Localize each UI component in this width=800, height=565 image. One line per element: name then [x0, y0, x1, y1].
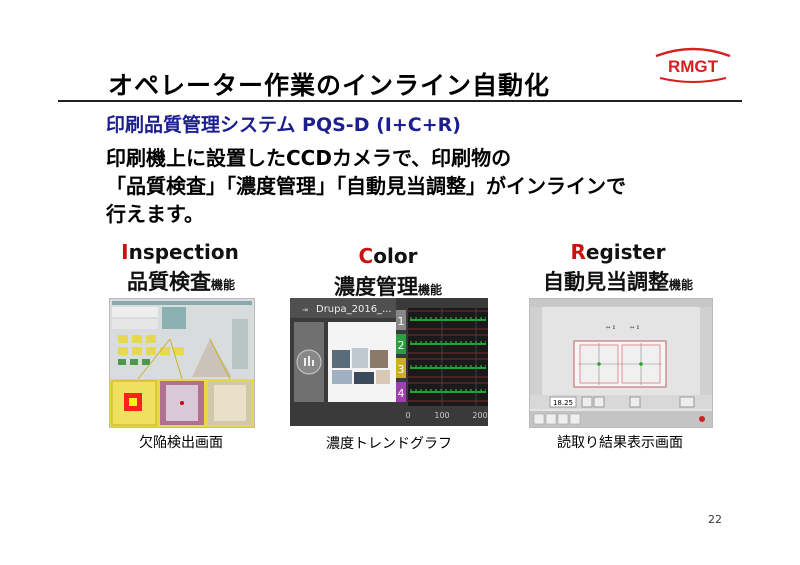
color-trend-screenshot: ⇥ Drupa_2016_... 1 2 3 4 0 100 200	[290, 298, 488, 426]
slide-subtitle: 印刷品質管理システム PQS-D (I+C+R)	[106, 114, 461, 136]
register-value: 18.25	[553, 399, 573, 407]
caption-inspection: 欠陥検出画面	[139, 435, 223, 451]
feature-name: 自動見当調整	[542, 270, 669, 294]
channel-label: 4	[398, 387, 405, 400]
slide-title: オペレーター作業のインライン自動化	[108, 71, 551, 100]
feature-initial: R	[570, 240, 586, 264]
job-name: Drupa_2016_...	[316, 304, 392, 315]
register-screenshot: ↔ ↕ ↔ ↕ 18.25	[529, 298, 713, 428]
feature-initial: I	[121, 240, 129, 264]
feature-suffix: 機能	[417, 283, 442, 297]
inspection-screenshot	[109, 298, 255, 428]
feature-rest: egister	[585, 240, 666, 264]
feature-register-name: 自動見当調整機能	[524, 266, 712, 296]
svg-text:↔ ↕: ↔ ↕	[606, 325, 616, 331]
caption-register: 読取り結果表示画面	[557, 435, 683, 451]
svg-text:↔ ↕: ↔ ↕	[630, 325, 640, 331]
body-line-2: 「品質検査」「濃度管理」「自動見当調整」がインラインで	[106, 174, 626, 198]
feature-suffix: 機能	[668, 278, 693, 292]
body-line-3: 行えます。	[106, 202, 204, 226]
feature-initial: C	[358, 244, 374, 268]
feature-inspection-name: 品質検査機能	[96, 266, 266, 296]
channel-label: 1	[398, 315, 405, 328]
axis-tick: 100	[434, 411, 449, 420]
feature-rest: olor	[373, 244, 418, 268]
channel-label: 3	[398, 363, 405, 376]
page-number: 22	[708, 513, 722, 526]
svg-text:⇥: ⇥	[302, 306, 308, 314]
title-divider	[58, 100, 742, 102]
feature-name: 品質検査	[126, 270, 211, 294]
feature-register-heading: Register	[548, 240, 688, 264]
feature-color-name: 濃度管理機能	[302, 271, 474, 301]
svg-text:RMGT: RMGT	[668, 57, 719, 76]
axis-tick: 200	[472, 411, 487, 420]
feature-inspection-heading: Inspection	[110, 240, 250, 264]
caption-color: 濃度トレンドグラフ	[326, 436, 452, 452]
axis-tick: 0	[405, 411, 410, 420]
body-line-1: 印刷機上に設置したCCDカメラで、印刷物の	[106, 146, 512, 170]
feature-suffix: 機能	[210, 278, 235, 292]
feature-rest: nspection	[128, 240, 239, 264]
channel-label: 2	[398, 339, 405, 352]
rmgt-logo: RMGT	[655, 47, 731, 83]
feature-name: 濃度管理	[333, 275, 418, 299]
feature-color-heading: Color	[318, 244, 458, 268]
